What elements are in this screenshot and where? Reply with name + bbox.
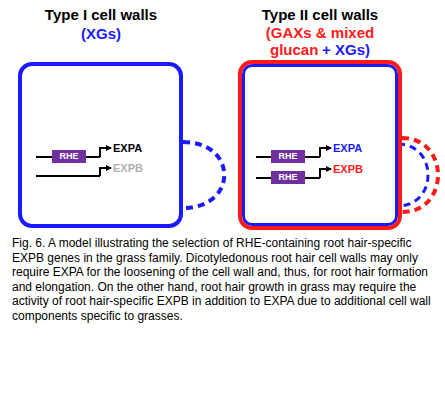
panel-title: Type II cell walls: [238, 6, 402, 23]
figure-caption: Fig. 6. A model illustrating the selecti…: [12, 236, 434, 324]
promoter-arrow: [100, 148, 111, 157]
root-hair-outline: [183, 142, 224, 208]
rhe-element-box: RHE: [271, 171, 305, 184]
gene-name: EXPB: [333, 163, 363, 175]
cell-wall-outline: [238, 60, 402, 230]
panel-title: Type I cell walls: [18, 6, 184, 23]
wall-component-blue: + XGs): [322, 41, 370, 58]
element-label: RHE: [278, 172, 297, 182]
cell-wall-outline: [18, 62, 183, 228]
root-hair-outline: [398, 144, 428, 206]
wall-components: (GAXs & mixed glucan+ XGs): [255, 24, 385, 58]
rhe-element-box: RHE: [271, 150, 305, 163]
cell-wall-panel: Type I cell walls (XGs) RHE: [18, 2, 184, 230]
promoter-arrow: [100, 168, 111, 176]
gene-line: [36, 175, 100, 177]
element-label: RHE: [59, 151, 78, 161]
root-hair-outline: [402, 138, 438, 212]
promoter-arrow: [320, 169, 331, 178]
gene-name: EXPA: [113, 142, 142, 154]
cell-wall-panel: Type II cell walls(GAXs & mixed glucan+ …: [238, 2, 402, 230]
gene-name: EXPA: [333, 142, 362, 154]
element-label: RHE: [278, 151, 297, 161]
wall-components: (XGs): [18, 25, 184, 42]
promoter-arrow: [320, 148, 331, 157]
rhe-element-box: RHE: [52, 150, 86, 163]
gene-name: EXPB: [113, 162, 143, 174]
